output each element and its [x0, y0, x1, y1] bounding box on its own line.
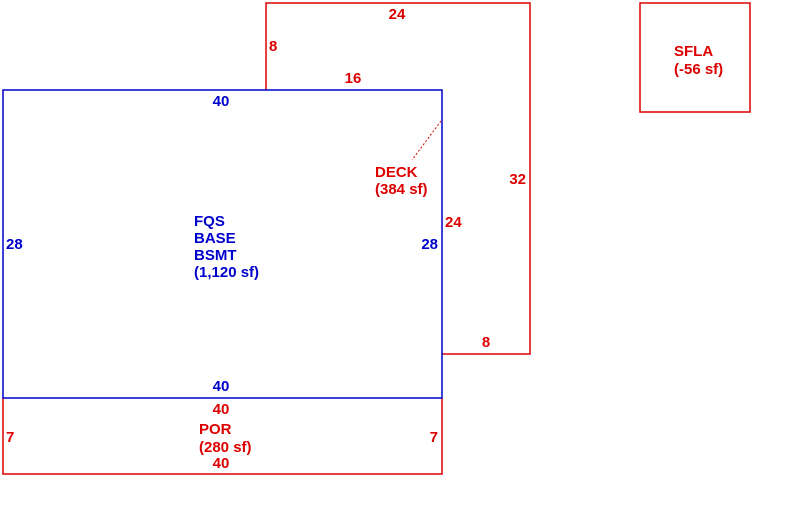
- deck-area: (384 sf): [375, 181, 428, 198]
- deck-outline: [265, 2, 531, 355]
- deck-dim-inner-right: 24: [445, 214, 462, 231]
- por-dim-top: 40: [213, 401, 230, 418]
- base-label-line-3: BSMT: [194, 247, 237, 264]
- base-dim-right: 28: [421, 236, 438, 253]
- sfla-label: SFLA: [674, 43, 713, 60]
- base-area: (1,120 sf): [194, 264, 259, 281]
- base-label-line-2: BASE: [194, 230, 236, 247]
- deck-pointer: [411, 120, 442, 161]
- por-area: (280 sf): [199, 439, 252, 456]
- deck-dim-top: 24: [389, 6, 406, 23]
- deck-label: DECK: [375, 164, 418, 181]
- por-dim-right: 7: [430, 429, 438, 446]
- base-label-line-1: FQS: [194, 213, 225, 230]
- por-label: POR: [199, 421, 232, 438]
- deck-dim-right: 32: [509, 171, 526, 188]
- deck-dim-step: 16: [345, 70, 362, 87]
- por-dim-bottom: 40: [213, 455, 230, 472]
- deck-dim-upper-left: 8: [269, 38, 277, 55]
- sfla-outline: [639, 2, 751, 113]
- base-dim-top: 40: [213, 93, 230, 110]
- base-dim-bottom: 40: [213, 378, 230, 395]
- base-outline: [2, 89, 443, 399]
- por-outline: [2, 398, 443, 475]
- sfla-area: (-56 sf): [674, 61, 723, 78]
- por-dim-left: 7: [6, 429, 14, 446]
- deck-dim-bottom: 8: [482, 334, 490, 351]
- base-dim-left: 28: [6, 236, 23, 253]
